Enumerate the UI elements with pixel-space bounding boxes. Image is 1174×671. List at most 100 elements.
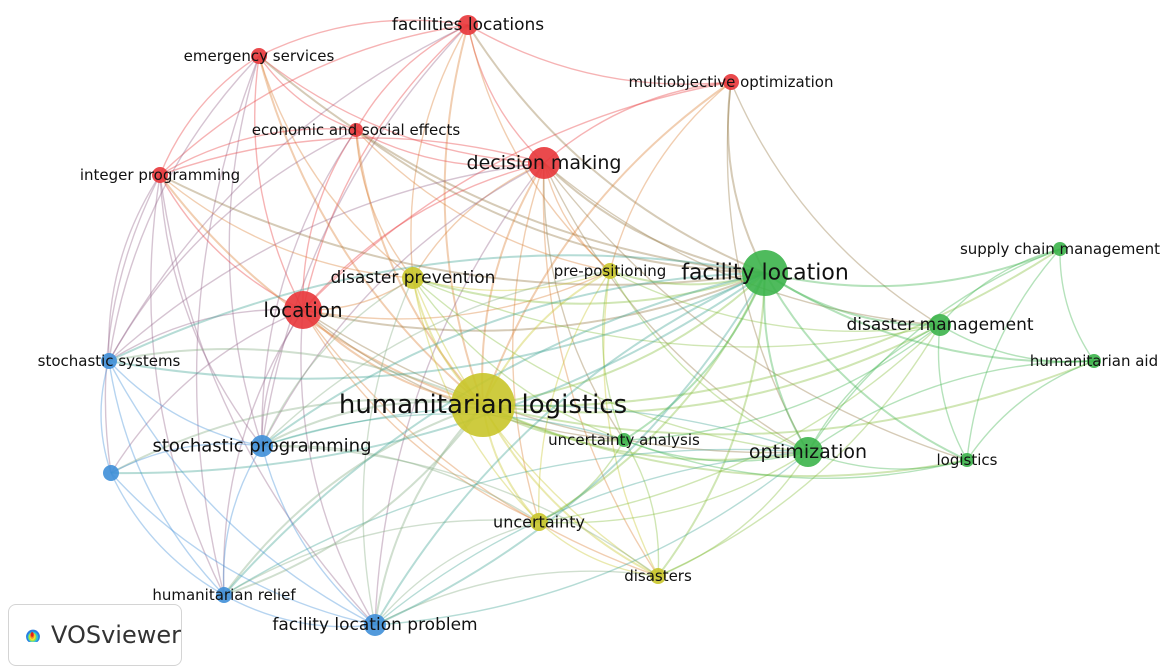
node-circle[interactable] (251, 435, 273, 457)
link-edge (412, 277, 941, 348)
link-edge (258, 55, 357, 131)
link-edge (261, 277, 414, 447)
link-edge (302, 270, 611, 320)
link-edge (108, 254, 766, 362)
link-edge (374, 451, 809, 626)
node-circle[interactable] (617, 433, 631, 447)
vosviewer-logo-icon (25, 629, 41, 645)
link-edge (258, 55, 484, 406)
node-circle[interactable] (152, 167, 168, 183)
link-edge (150, 174, 225, 596)
link-edge (159, 137, 545, 176)
link-edge (108, 308, 304, 362)
node-circle[interactable] (793, 437, 823, 467)
link-edge (108, 348, 484, 406)
link-edge (412, 277, 659, 577)
node-circle[interactable] (402, 267, 424, 289)
node-circle[interactable] (960, 453, 974, 467)
vosviewer-logo-text: VOSviewer (50, 621, 181, 649)
link-edge (302, 24, 469, 311)
node-circle[interactable] (650, 568, 666, 584)
node-circle[interactable] (349, 123, 363, 137)
link-edge (609, 81, 732, 272)
node-circle[interactable] (1053, 242, 1067, 256)
node-label: optimization (749, 441, 867, 463)
node-circle[interactable] (742, 250, 788, 296)
node-circle[interactable] (216, 587, 232, 603)
link-edge (100, 360, 112, 474)
node-label: emergency services (184, 47, 335, 65)
link-edge (482, 404, 809, 461)
node-label: location (263, 298, 342, 322)
link-edge (355, 129, 545, 167)
link-edge (482, 324, 941, 414)
link-edge (254, 55, 304, 311)
node-circle[interactable] (1087, 354, 1101, 368)
edge-layer (100, 19, 1095, 628)
link-edge (159, 174, 304, 311)
link-edge (302, 309, 659, 577)
link-edge (223, 519, 540, 596)
node-label: facilities locations (392, 15, 544, 35)
link-edge (302, 272, 766, 332)
link-edge (108, 129, 357, 362)
node-circle[interactable] (103, 465, 119, 481)
link-edge (374, 451, 809, 626)
link-edge (481, 162, 545, 406)
link-edge (538, 439, 625, 523)
link-edge (108, 360, 225, 596)
link-edge (228, 55, 263, 447)
link-edge (410, 24, 469, 279)
link-edge (538, 270, 611, 523)
link-edge (374, 162, 545, 626)
link-edge (764, 272, 1095, 363)
link-edge (302, 162, 545, 311)
link-edge (261, 444, 540, 523)
link-edge (261, 272, 766, 447)
link-edge (261, 129, 357, 447)
link-edge (543, 162, 941, 326)
link-edge (258, 19, 469, 57)
link-edge (807, 248, 1061, 453)
node-label: facility location problem (272, 615, 477, 635)
link-edge (362, 277, 414, 626)
link-edge (374, 521, 540, 626)
link-edge (764, 248, 1061, 288)
link-edge (258, 55, 414, 279)
node-label: uncertainty analysis (548, 431, 700, 449)
node-label: disaster management (846, 315, 1033, 335)
link-edge (543, 162, 968, 461)
node-circle[interactable] (723, 74, 739, 90)
link-edge (374, 272, 766, 626)
node-label: facility location (681, 261, 849, 286)
link-edge (538, 451, 809, 524)
link-edge (195, 55, 260, 596)
node-circle[interactable] (451, 373, 515, 437)
node-circle[interactable] (458, 15, 478, 35)
link-edge (302, 129, 357, 311)
link-edge (726, 81, 809, 453)
node-label: disasters (624, 567, 692, 585)
link-edge (222, 309, 304, 596)
node-circle[interactable] (602, 263, 618, 279)
link-edge (258, 55, 766, 274)
link-edge (538, 521, 659, 577)
link-edge (623, 272, 766, 441)
link-edge (110, 442, 263, 474)
link-edge (807, 360, 1095, 453)
link-edge (300, 309, 376, 626)
node-circle[interactable] (530, 513, 548, 531)
node-circle[interactable] (251, 48, 267, 64)
link-edge (110, 472, 225, 596)
link-edge (108, 360, 376, 626)
node-circle[interactable] (284, 291, 322, 329)
link-edge (412, 277, 625, 441)
link-edge (108, 272, 766, 380)
node-label: decision making (467, 152, 622, 174)
node-circle[interactable] (929, 314, 951, 336)
node-circle[interactable] (364, 614, 386, 636)
link-edge (482, 81, 732, 406)
link-edge (538, 272, 766, 523)
node-circle[interactable] (528, 147, 560, 179)
node-circle[interactable] (101, 353, 117, 369)
